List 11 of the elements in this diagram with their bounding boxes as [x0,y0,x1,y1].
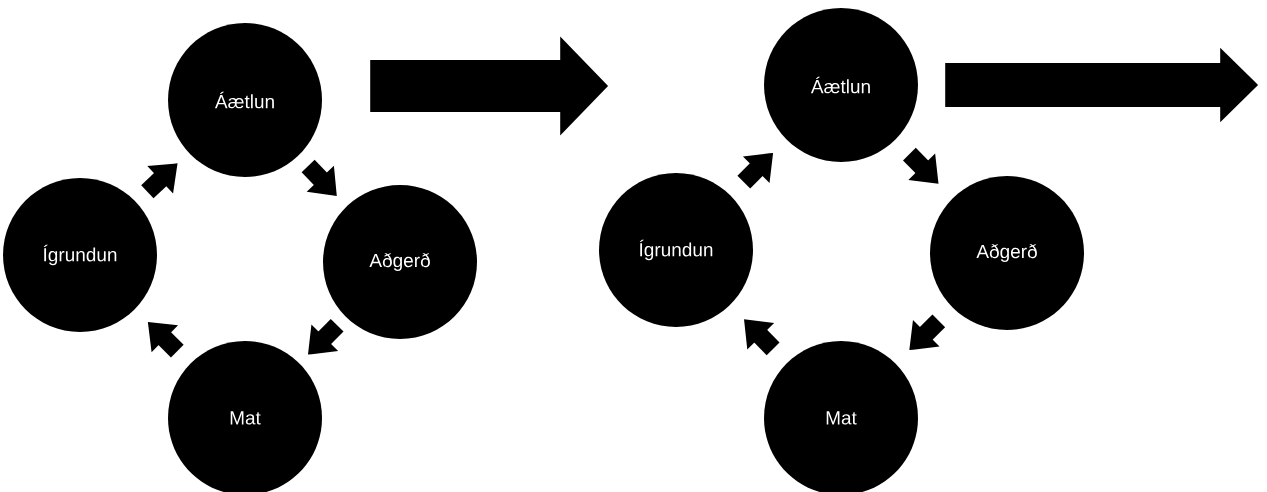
block-arrow [301,159,337,196]
circle-node: Aðgerð [323,185,477,339]
circle-node: Áætlun [168,23,322,177]
block-arrow [902,147,939,184]
block-arrow [308,318,344,355]
circle-node: Aðgerð [930,176,1084,330]
block-arrow [141,163,178,199]
circle-node: Ígrundun [599,173,753,327]
circle-node: Ígrundun [3,178,157,332]
circle-node: Áætlun [764,8,918,162]
block-arrow [744,319,780,356]
